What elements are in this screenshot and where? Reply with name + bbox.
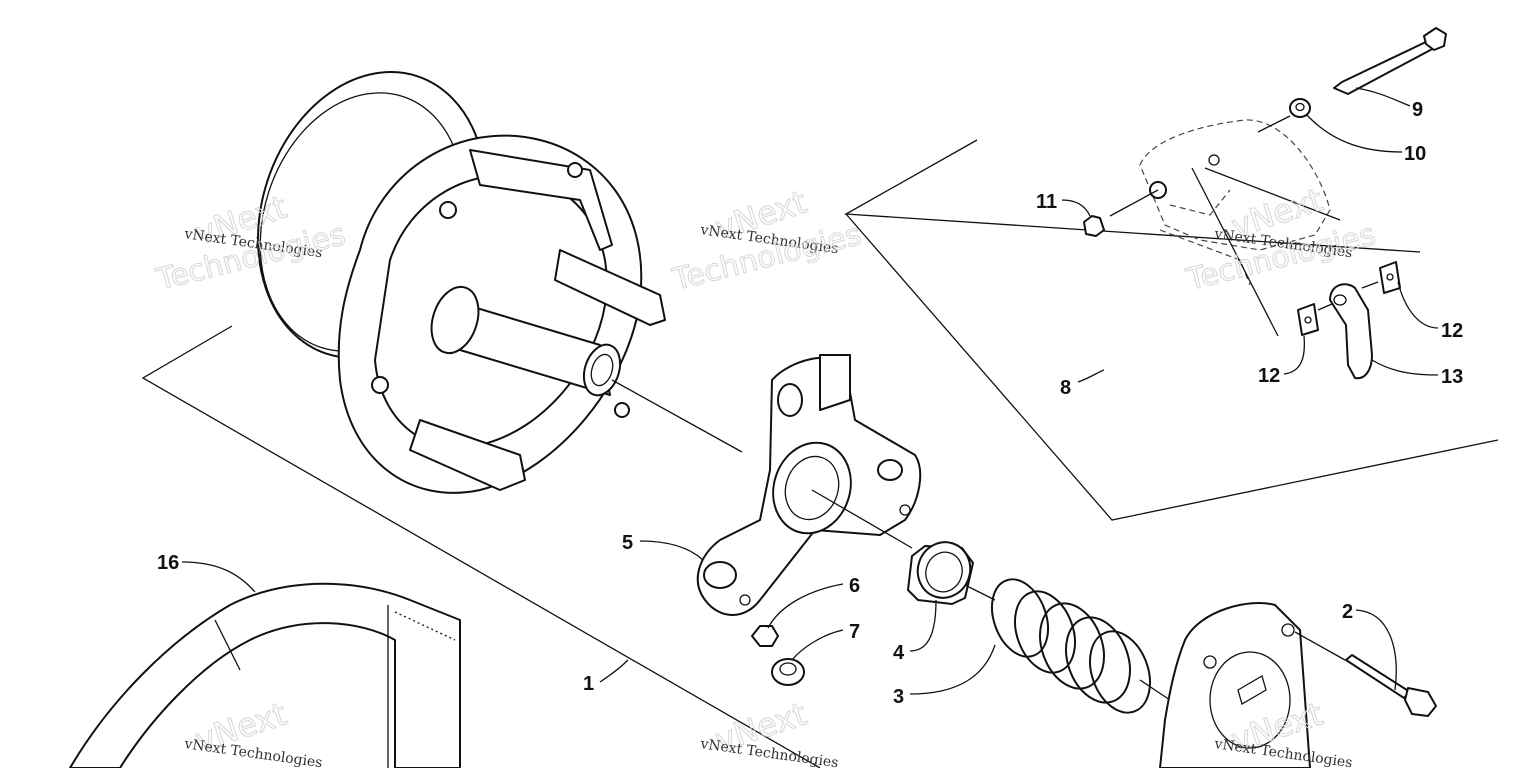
callout-13: 13 bbox=[1441, 366, 1463, 388]
washer-part-10 bbox=[1289, 98, 1311, 118]
pivot-bolt-part-9 bbox=[1257, 27, 1447, 133]
drive-clutch-sheave bbox=[257, 71, 743, 494]
callout-3: 3 bbox=[893, 686, 904, 708]
cam-arm-ghost-outline bbox=[1109, 119, 1341, 337]
drive-belt-part-16 bbox=[69, 582, 461, 768]
callout-7: 7 bbox=[849, 621, 860, 643]
bolt-part-2 bbox=[1345, 654, 1437, 717]
cam-arm-part-13 bbox=[1317, 281, 1379, 380]
watermark-bottom-left: vNext vNext Technologies bbox=[182, 694, 323, 768]
nut-part-6 bbox=[751, 625, 779, 647]
spider-plate-part-5 bbox=[696, 354, 922, 616]
callout-12-right: 12 bbox=[1441, 320, 1463, 342]
spring-part-3 bbox=[990, 578, 1171, 714]
callout-12-left: 12 bbox=[1258, 365, 1280, 387]
callout-1: 1 bbox=[583, 673, 594, 695]
callout-2: 2 bbox=[1342, 601, 1353, 623]
callout-9: 9 bbox=[1412, 99, 1423, 121]
bushing-part-4 bbox=[907, 541, 996, 605]
leader-lines bbox=[181, 87, 1439, 695]
callout-5: 5 bbox=[622, 532, 633, 554]
callout-10: 10 bbox=[1404, 143, 1426, 165]
shim-part-12-right bbox=[1379, 261, 1401, 294]
callout-8: 8 bbox=[1060, 377, 1071, 399]
watermark-bottom-center: vNext vNext Technologies bbox=[698, 694, 839, 768]
cover-plate bbox=[1159, 602, 1346, 768]
washer-part-7 bbox=[771, 658, 805, 686]
shim-part-12-left bbox=[1297, 303, 1319, 336]
nut-part-11 bbox=[1083, 215, 1105, 237]
watermark-top-center: vNext vNext Technologies Technologies bbox=[668, 182, 865, 298]
callout-11: 11 bbox=[1036, 191, 1057, 213]
watermark-top-right: vNext vNext Technologies Technologies bbox=[1182, 180, 1379, 298]
callout-16: 16 bbox=[157, 552, 179, 574]
assembly-boundary-1 bbox=[141, 325, 821, 768]
callout-6: 6 bbox=[849, 575, 860, 597]
callout-4: 4 bbox=[893, 642, 905, 664]
callout-labels: 1 2 3 4 5 6 7 8 9 10 11 12 12 13 16 bbox=[157, 99, 1463, 708]
assembly-boundary-8 bbox=[843, 139, 1499, 521]
